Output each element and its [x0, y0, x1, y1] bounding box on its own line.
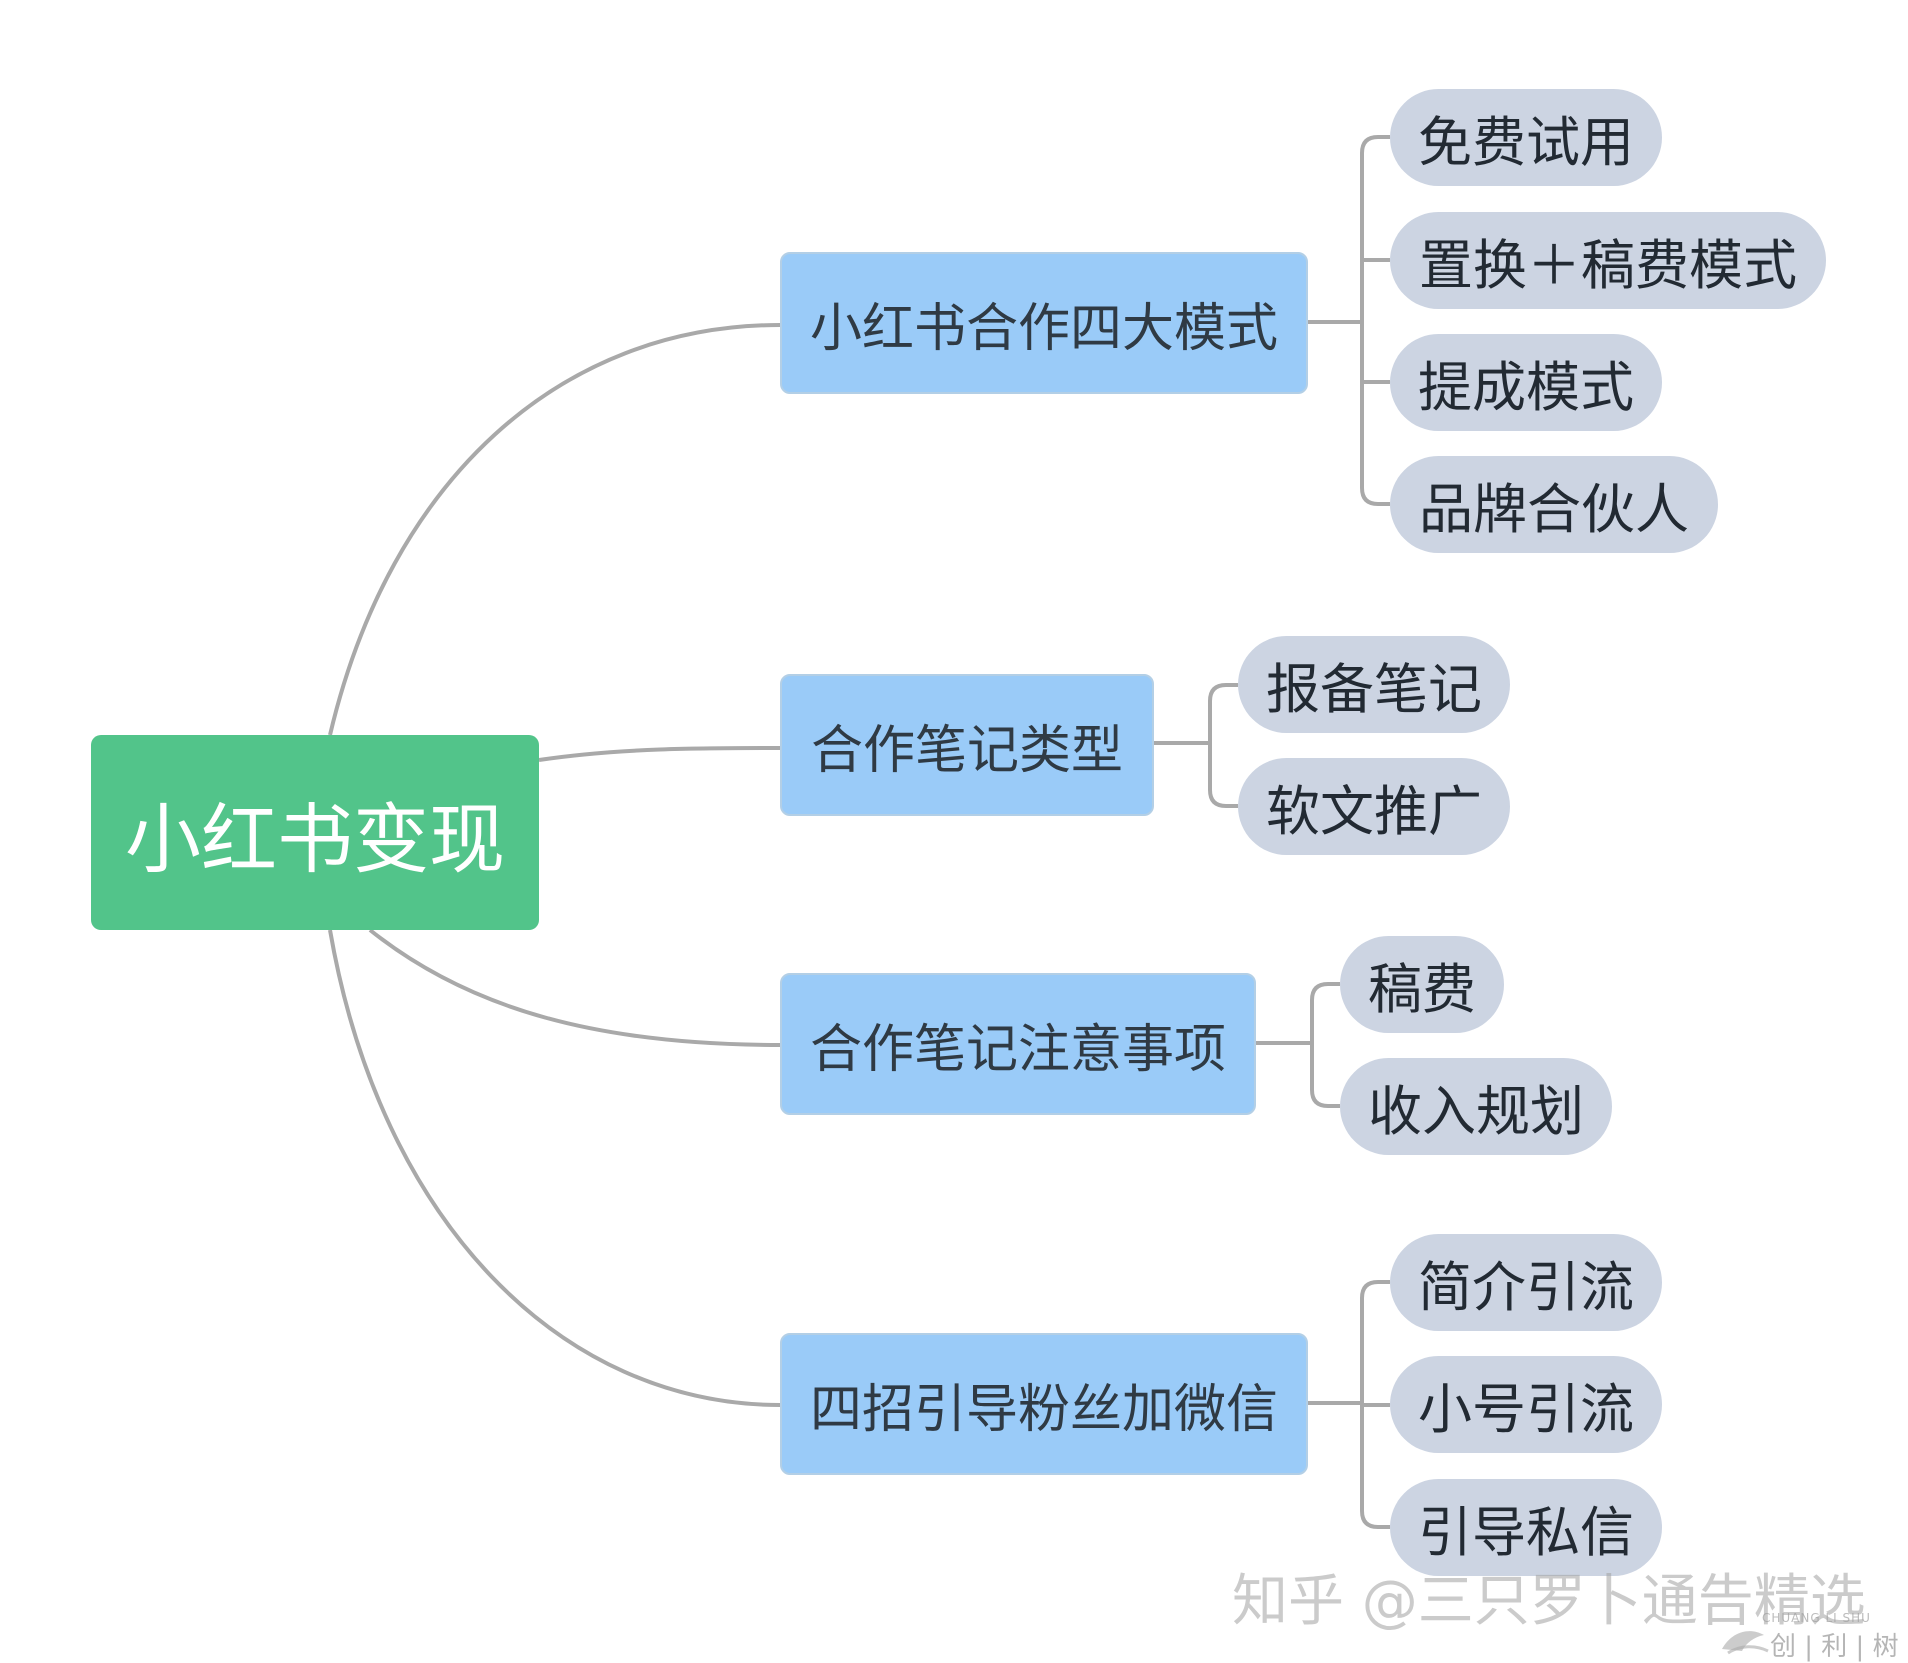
- branch-node-note-precautions[interactable]: 合作笔记注意事项: [780, 973, 1256, 1115]
- link-root-branch-1: [328, 323, 781, 736]
- leaf-node[interactable]: 软文推广: [1238, 758, 1510, 855]
- leaf-node[interactable]: 免费试用: [1390, 89, 1662, 186]
- logo-chinese-text: 创 | 利 | 树: [1770, 1632, 1899, 1662]
- branch-node-cooperation-modes[interactable]: 小红书合作四大模式: [780, 252, 1308, 394]
- leaf-node[interactable]: 小号引流: [1390, 1356, 1662, 1453]
- leaf-node[interactable]: 提成模式: [1390, 334, 1662, 431]
- leaf-node[interactable]: 引导私信: [1390, 1479, 1662, 1576]
- leaf-node[interactable]: 简介引流: [1390, 1234, 1662, 1331]
- link-root-branch-3: [368, 928, 781, 1047]
- leaf-node[interactable]: 报备笔记: [1238, 636, 1510, 733]
- leaf-node[interactable]: 置换＋稿费模式: [1390, 212, 1826, 309]
- link-branch-1-bracket: [1360, 135, 1390, 506]
- root-node[interactable]: 小红书变现: [91, 735, 539, 930]
- leaf-node[interactable]: 品牌合伙人: [1390, 456, 1718, 553]
- logo-latin-text: CHUANG LI SHU: [1762, 1611, 1871, 1625]
- branch-node-wechat-methods[interactable]: 四招引导粉丝加微信: [780, 1333, 1308, 1475]
- chuanglishu-logo-icon: [1722, 1631, 1769, 1655]
- branch-node-note-types[interactable]: 合作笔记类型: [780, 674, 1154, 816]
- link-root-branch-2: [538, 746, 781, 762]
- leaf-node[interactable]: 收入规划: [1340, 1058, 1612, 1155]
- zhihu-watermark: 知乎 @三只罗卜通告精选: [1232, 1569, 1866, 1634]
- leaf-node[interactable]: 稿费: [1340, 936, 1504, 1033]
- link-branch-2-bracket: [1208, 683, 1238, 808]
- link-branch-3-bracket: [1310, 982, 1340, 1108]
- link-root-branch-4: [328, 929, 781, 1407]
